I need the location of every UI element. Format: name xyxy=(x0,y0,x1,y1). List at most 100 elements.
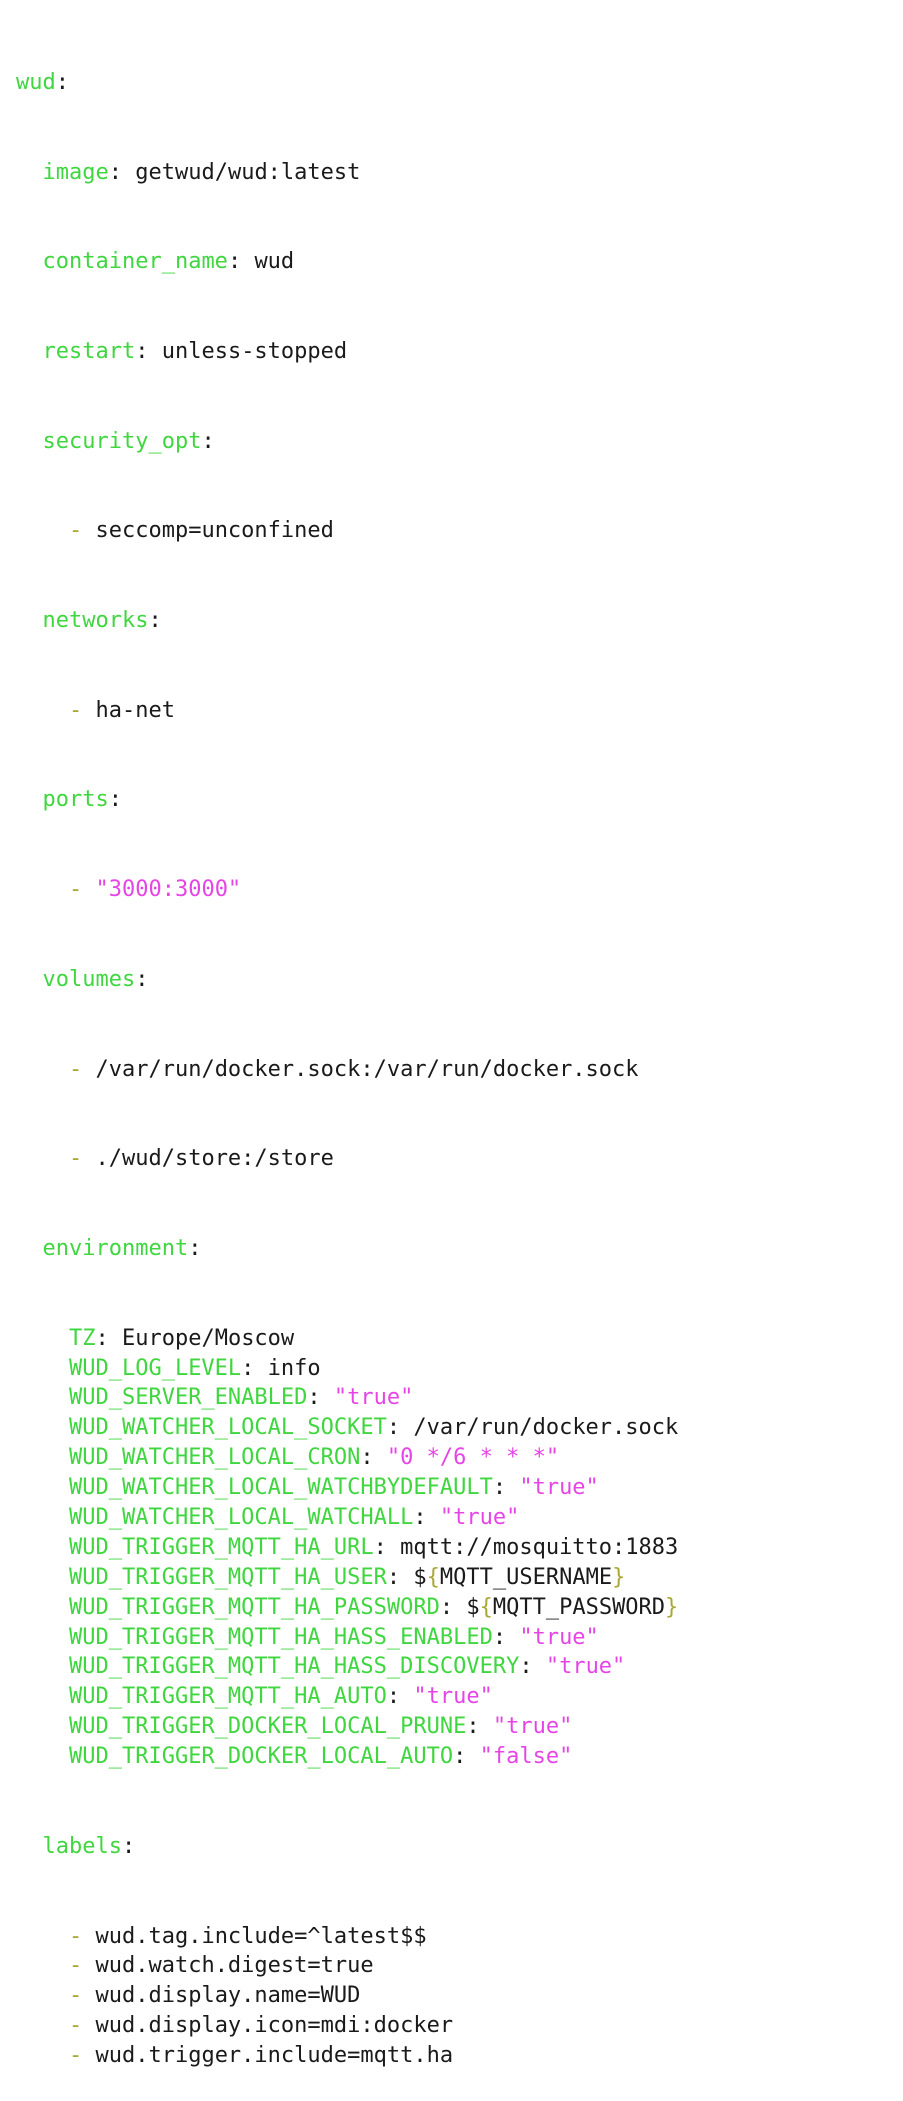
env-value: Europe/Moscow xyxy=(121,1325,295,1351)
label-value: wud.display.icon=mdi:docker xyxy=(95,2013,454,2039)
code-line-env-entry: TZ: Europe/Moscow xyxy=(68,1325,295,1351)
label-value: wud.tag.include=^latest$$ xyxy=(95,1923,427,1949)
code-line-environment: environment: xyxy=(42,1235,202,1261)
code-line-networks-item: - ha-net xyxy=(16,696,678,726)
env-string-value: "true" xyxy=(413,1684,493,1710)
code-line-label-item: - wud.watch.digest=true xyxy=(16,1951,678,1981)
env-key: WUD_TRIGGER_MQTT_HA_HASS_DISCOVERY xyxy=(68,1654,520,1680)
code-line-env-entry: WUD_TRIGGER_MQTT_HA_USER: ${MQTT_USERNAM… xyxy=(68,1564,626,1590)
yaml-key: labels xyxy=(42,1833,122,1859)
env-key: WUD_TRIGGER_MQTT_HA_AUTO xyxy=(68,1684,387,1710)
yaml-key: networks xyxy=(42,608,149,634)
env-variable-value: MQTT_USERNAME xyxy=(439,1564,613,1590)
code-line-root: wud: xyxy=(16,69,69,95)
code-line-labels: labels: xyxy=(42,1833,136,1859)
env-key: WUD_WATCHER_LOCAL_SOCKET xyxy=(68,1415,387,1441)
label-value: wud.trigger.include=mqtt.ha xyxy=(95,2043,454,2069)
env-key: WUD_LOG_LEVEL xyxy=(68,1355,242,1381)
list-dash: - xyxy=(68,1953,83,1979)
yaml-key: security_opt xyxy=(42,428,202,454)
list-dash: - xyxy=(68,2013,83,2039)
env-value: mqtt://mosquitto:1883 xyxy=(400,1534,679,1560)
environment-entries: TZ: Europe/Moscow WUD_LOG_LEVEL: info WU… xyxy=(16,1324,678,1772)
label-value: wud.display.name=WUD xyxy=(95,1983,361,2009)
code-line-security-opt-item: - seccomp=unconfined xyxy=(16,516,678,546)
env-key: WUD_TRIGGER_MQTT_HA_URL xyxy=(68,1534,374,1560)
yaml-key: volumes xyxy=(42,966,136,992)
yaml-code-block: wud: image: getwud/wud:latest container_… xyxy=(16,8,678,2101)
list-dash: - xyxy=(68,2043,83,2069)
code-line-container-name: container_name: wud xyxy=(42,249,295,275)
code-line-restart: restart: unless-stopped xyxy=(42,338,348,364)
env-string-value: "true" xyxy=(333,1385,414,1411)
yaml-key: restart xyxy=(42,338,136,364)
env-key: WUD_SERVER_ENABLED xyxy=(68,1385,308,1411)
env-string-value: "true" xyxy=(519,1624,599,1650)
yaml-value: unless-stopped xyxy=(161,338,348,364)
code-line-env-entry: WUD_LOG_LEVEL: info xyxy=(68,1355,321,1381)
code-line-env-entry: WUD_WATCHER_LOCAL_SOCKET: /var/run/docke… xyxy=(68,1415,679,1441)
yaml-key: environment xyxy=(42,1235,189,1261)
code-line-ports-item: - "3000:3000" xyxy=(16,875,678,905)
env-string-value: "true" xyxy=(439,1505,520,1530)
code-line-env-entry: WUD_TRIGGER_DOCKER_LOCAL_AUTO: "false" xyxy=(68,1744,573,1770)
env-key: WUD_WATCHER_LOCAL_WATCHALL xyxy=(68,1505,414,1530)
code-line-volumes: volumes: xyxy=(42,966,149,992)
env-string-value: "0 */6 * * *" xyxy=(386,1445,560,1471)
list-dash: - xyxy=(68,877,83,903)
code-line-label-item: - wud.tag.include=^latest$$ xyxy=(16,1922,678,1952)
env-string-value: "true" xyxy=(545,1654,626,1680)
yaml-string-value: "3000:3000" xyxy=(95,877,242,903)
yaml-value: ha-net xyxy=(95,697,175,723)
yaml-key: image xyxy=(42,159,109,185)
label-value: wud.watch.digest=true xyxy=(95,1953,374,1979)
env-key: WUD_WATCHER_LOCAL_CRON xyxy=(68,1445,361,1471)
code-line-env-entry: WUD_SERVER_ENABLED: "true" xyxy=(68,1385,414,1411)
code-line-env-entry: WUD_WATCHER_LOCAL_WATCHALL: "true" xyxy=(68,1505,520,1530)
env-string-value: "true" xyxy=(492,1714,573,1740)
yaml-value: wud xyxy=(254,249,295,275)
list-dash: - xyxy=(68,1923,83,1949)
code-line-env-entry: WUD_WATCHER_LOCAL_WATCHBYDEFAULT: "true" xyxy=(68,1475,599,1501)
code-line-networks: networks: xyxy=(42,608,162,634)
code-line-env-entry: WUD_TRIGGER_MQTT_HA_URL: mqtt://mosquitt… xyxy=(68,1534,679,1560)
env-variable-value: MQTT_PASSWORD xyxy=(492,1594,666,1620)
env-key: WUD_TRIGGER_MQTT_HA_HASS_ENABLED xyxy=(68,1624,493,1650)
label-entries: - wud.tag.include=^latest$$ - wud.watch.… xyxy=(16,1922,678,2071)
code-line-image: image: getwud/wud:latest xyxy=(42,159,361,185)
env-key: WUD_TRIGGER_DOCKER_LOCAL_AUTO xyxy=(68,1744,454,1770)
list-dash: - xyxy=(68,697,83,723)
code-line-env-entry: WUD_WATCHER_LOCAL_CRON: "0 */6 * * *" xyxy=(68,1445,560,1471)
list-dash: - xyxy=(68,1983,83,2009)
code-line-volumes-item: - ./wud/store:/store xyxy=(16,1144,678,1174)
yaml-value: seccomp=unconfined xyxy=(95,518,334,544)
code-line-env-entry: WUD_TRIGGER_MQTT_HA_HASS_ENABLED: "true" xyxy=(68,1624,599,1650)
yaml-value: getwud/wud:latest xyxy=(135,159,361,185)
code-line-env-entry: WUD_TRIGGER_DOCKER_LOCAL_PRUNE: "true" xyxy=(68,1714,573,1740)
list-dash: - xyxy=(68,518,83,544)
list-dash: - xyxy=(68,1146,83,1172)
code-line-label-item: - wud.display.name=WUD xyxy=(16,1981,678,2011)
code-line-volumes-item: - /var/run/docker.sock:/var/run/docker.s… xyxy=(16,1055,678,1085)
env-key: WUD_TRIGGER_DOCKER_LOCAL_PRUNE xyxy=(68,1714,467,1740)
code-line-label-item: - wud.display.icon=mdi:docker xyxy=(16,2011,678,2041)
yaml-value: ./wud/store:/store xyxy=(95,1146,334,1172)
env-value: /var/run/docker.sock xyxy=(413,1415,679,1441)
list-dash: - xyxy=(68,1056,83,1082)
yaml-value: /var/run/docker.sock:/var/run/docker.soc… xyxy=(95,1056,639,1082)
env-key: TZ xyxy=(68,1325,96,1351)
yaml-key: wud xyxy=(16,69,56,95)
code-line-env-entry: WUD_TRIGGER_MQTT_HA_HASS_DISCOVERY: "tru… xyxy=(68,1654,626,1680)
env-string-value: "true" xyxy=(519,1475,599,1501)
env-key: WUD_TRIGGER_MQTT_HA_USER xyxy=(68,1564,387,1590)
env-key: WUD_TRIGGER_MQTT_HA_PASSWORD xyxy=(68,1594,440,1620)
env-value: info xyxy=(267,1355,321,1381)
code-line-ports: ports: xyxy=(42,787,122,813)
code-line-env-entry: WUD_TRIGGER_MQTT_HA_AUTO: "true" xyxy=(68,1684,493,1710)
code-line-security-opt: security_opt: xyxy=(42,428,215,454)
code-line-label-item: - wud.trigger.include=mqtt.ha xyxy=(16,2041,678,2071)
env-key: WUD_WATCHER_LOCAL_WATCHBYDEFAULT xyxy=(68,1475,493,1501)
yaml-key: ports xyxy=(42,787,109,813)
yaml-key: container_name xyxy=(42,249,228,275)
env-string-value: "false" xyxy=(479,1744,573,1770)
